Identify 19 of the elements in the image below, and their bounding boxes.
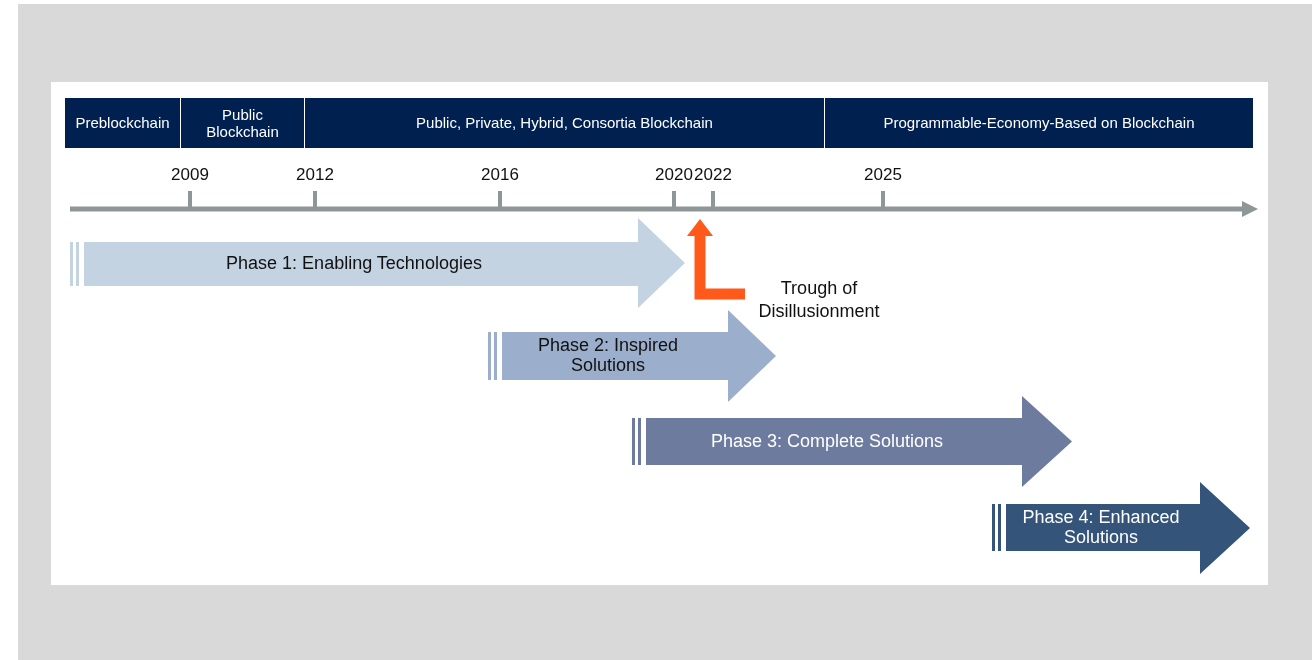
year-label: 2009 xyxy=(171,165,209,185)
year-label: 2012 xyxy=(296,165,334,185)
year-label: 2016 xyxy=(481,165,519,185)
phase-label: Phase 4: Enhanced Solutions xyxy=(1021,505,1181,549)
year-label: 2025 xyxy=(864,165,902,185)
era-band xyxy=(180,98,304,148)
phase-label: Phase 3: Complete Solutions xyxy=(709,429,945,453)
annotation-text: Trough of Disillusionment xyxy=(757,277,881,324)
era-band xyxy=(65,98,180,148)
era-label: Preblockchain xyxy=(75,114,170,132)
era-label: Public, Private, Hybrid, Consortia Blockchain xyxy=(416,114,713,132)
era-label: Programmable-Economy-Based on Blockchain xyxy=(883,114,1195,132)
year-label: 2020 xyxy=(655,165,693,185)
phase-label: Phase 2: Inspired Solutions xyxy=(536,334,680,377)
phase-label: Phase 1: Enabling Technologies xyxy=(225,252,483,276)
era-band xyxy=(824,98,1253,148)
year-label: 2022 xyxy=(694,165,732,185)
era-band xyxy=(304,98,824,148)
era-label: Public Blockchain xyxy=(205,105,280,141)
